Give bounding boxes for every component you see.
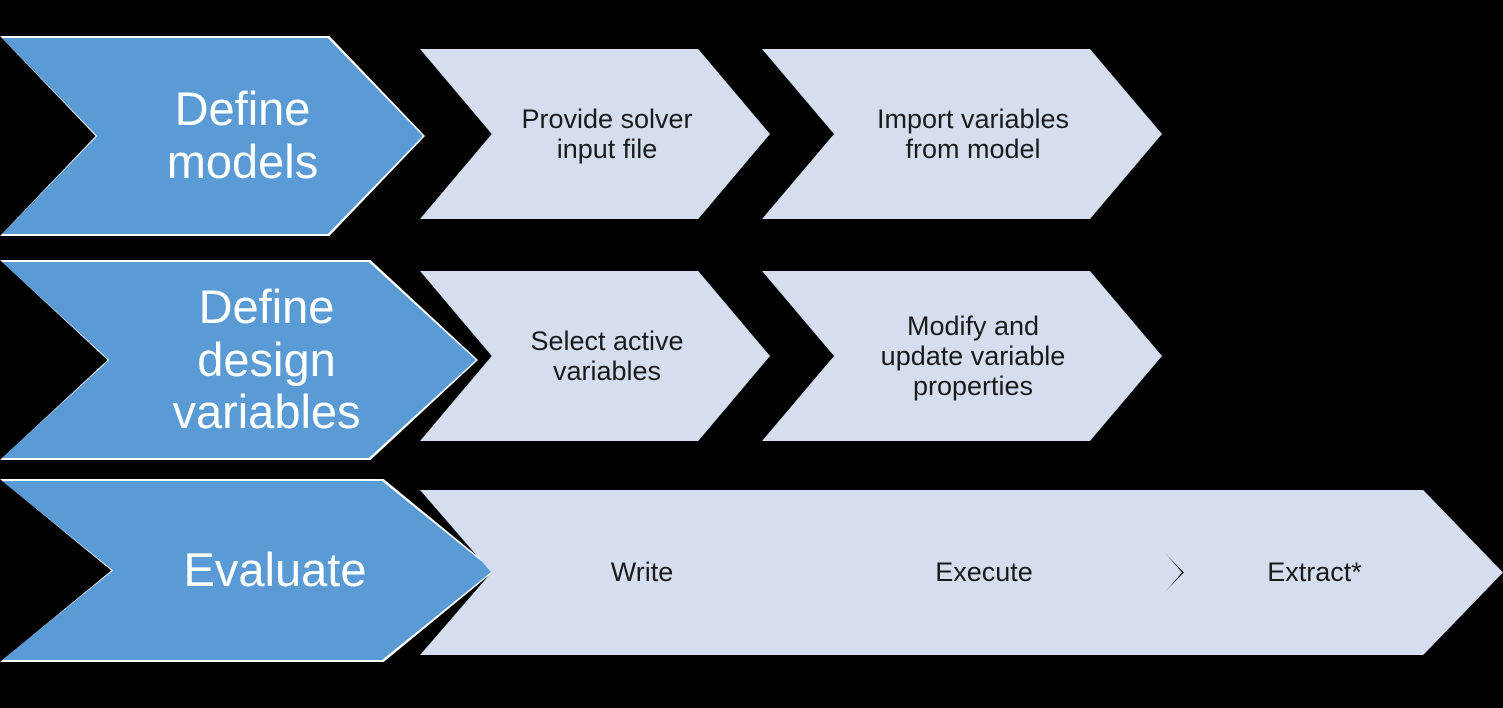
- chevron-import-variables-from-model[interactable]: Import variables from model: [762, 49, 1162, 219]
- chevron-modify-and-update-variable-properties[interactable]: Modify and update variable properties: [762, 271, 1162, 441]
- chevron-fill: [1104, 490, 1503, 655]
- chevron-select-active-variables[interactable]: Select active variables: [420, 271, 770, 441]
- chevron-define-design-variables[interactable]: Define design variables: [0, 260, 478, 460]
- chevron-fill: [420, 49, 770, 219]
- chevron-fill: [762, 271, 1162, 441]
- chevron-define-models[interactable]: Define models: [0, 36, 425, 236]
- chevron-fill: [762, 49, 1162, 219]
- chevron-provide-solver-input-file[interactable]: Provide solver input file: [420, 49, 770, 219]
- chevron-fill: [2, 38, 423, 234]
- chevron-extract[interactable]: Extract*: [1104, 490, 1503, 655]
- chevron-fill: [2, 262, 476, 458]
- chevron-fill: [420, 271, 770, 441]
- chevron-evaluate[interactable]: Evaluate: [0, 479, 495, 662]
